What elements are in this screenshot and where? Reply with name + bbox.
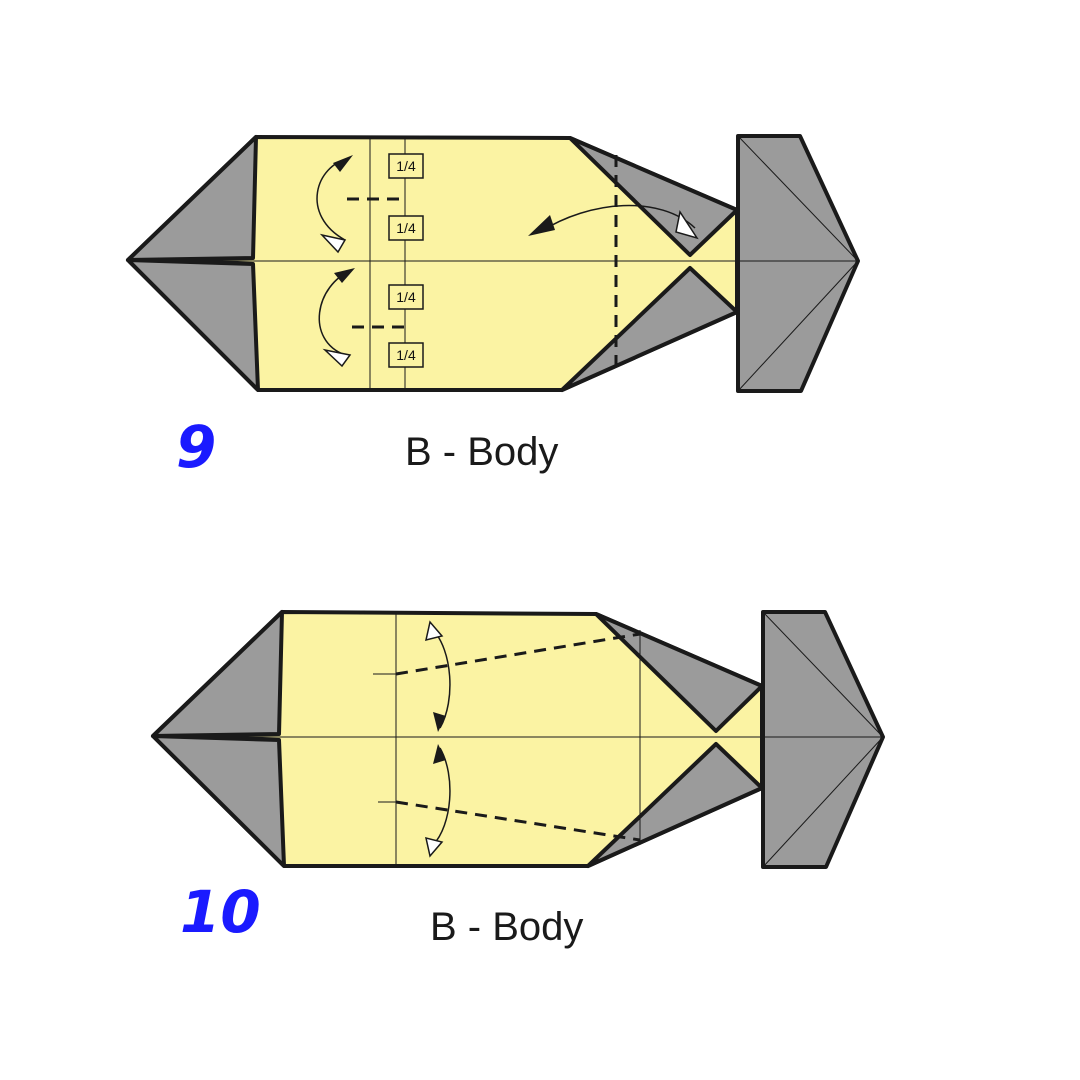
fold-arrow-tail-head [528, 215, 555, 236]
fold-arrow-top-tail [425, 620, 444, 642]
step-number-9: 9 [176, 413, 216, 481]
valley-fold-bottom [395, 800, 641, 842]
svg-text:1/4: 1/4 [396, 220, 416, 236]
fold-arrow-tail-tail [675, 210, 699, 240]
nose-flap-top [151, 610, 284, 738]
fold-arrow-top-tail [319, 233, 347, 254]
fold-arrow-bottom-head [433, 744, 446, 764]
svg-text:1/4: 1/4 [396, 158, 416, 174]
svg-text:1/4: 1/4 [396, 347, 416, 363]
right-flap-top [594, 612, 764, 733]
fraction-label-2: 1/4 [388, 215, 424, 241]
tail [761, 610, 885, 869]
fold-arrow-bottom-tail [322, 348, 352, 368]
nose-flap-top [126, 135, 258, 262]
step-9-diagram: 1/4 1/4 1/4 1/4 9 B - Body [126, 134, 860, 481]
fraction-label-1: 1/4 [388, 153, 424, 179]
fold-arrow-bottom-tail [425, 836, 444, 858]
step-9-caption: B - Body [405, 430, 558, 474]
tail-crease-bottom [762, 736, 884, 868]
step-number-10: 10 [180, 878, 261, 946]
tail-crease-bottom [737, 260, 859, 392]
tail [736, 134, 860, 393]
nose-flap-bottom [126, 258, 260, 392]
nose-flap-bottom [151, 734, 286, 868]
fold-arrow-bottom-head [334, 268, 355, 283]
fraction-label-3: 1/4 [388, 284, 424, 310]
fraction-label-4: 1/4 [388, 342, 424, 368]
right-flap-bottom [586, 742, 764, 868]
right-flap-top [568, 136, 739, 257]
tail-crease-top [737, 135, 859, 262]
valley-fold-top [395, 632, 641, 676]
fold-arrow-top-head [333, 155, 353, 172]
svg-text:1/4: 1/4 [396, 289, 416, 305]
tail-crease-top [762, 611, 884, 738]
step-10-caption: B - Body [430, 905, 583, 949]
fold-arrow-top-head [433, 712, 446, 732]
right-flap-bottom [560, 266, 739, 392]
step-10-diagram: 10 B - Body [151, 610, 885, 949]
